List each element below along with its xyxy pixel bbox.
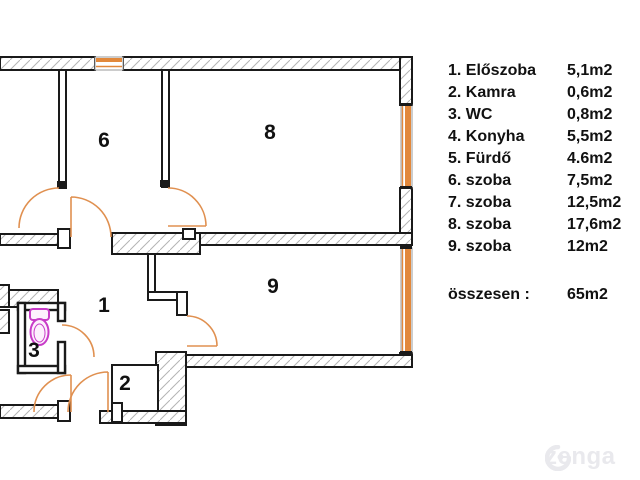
legend-room-area: 12m2 bbox=[567, 238, 608, 255]
legend-row: 2. Kamra 0,6m2 bbox=[448, 84, 633, 106]
wall-left-edge-b bbox=[0, 309, 10, 334]
windows bbox=[94, 56, 413, 354]
legend-room-area: 12,5m2 bbox=[567, 194, 622, 211]
window-right-room9 bbox=[400, 246, 413, 354]
legend-room-area: 4.6m2 bbox=[567, 150, 613, 167]
door-arc-room8 bbox=[167, 187, 207, 227]
room-label-6: 6 bbox=[98, 129, 110, 152]
pillar-hall-left bbox=[57, 228, 71, 249]
legend-room-area: 0,8m2 bbox=[567, 106, 613, 123]
legend-row: 4. Konyha 5,5m2 bbox=[448, 128, 633, 150]
legend-row: 6. szoba 7,5m2 bbox=[448, 172, 633, 194]
wc-wall-left bbox=[16, 301, 27, 375]
pillar-pantry-corner bbox=[111, 402, 123, 423]
wc-wall-right-upper bbox=[56, 301, 67, 323]
legend-total-row: összesen : 65m2 bbox=[448, 286, 633, 308]
window-top bbox=[94, 56, 124, 71]
door-arc-room6 bbox=[18, 187, 60, 229]
door-arc-bottom-a bbox=[33, 374, 72, 413]
wall-left-horizontal bbox=[0, 233, 59, 246]
wall-room6-left bbox=[58, 69, 67, 189]
legend-row: 7. szoba 12,5m2 bbox=[448, 194, 633, 216]
door-arc-hall-upper bbox=[70, 196, 112, 238]
legend-room-name: 2. Kamra bbox=[448, 84, 516, 101]
wall-step-vertical2 bbox=[176, 291, 188, 316]
room-label-8: 8 bbox=[264, 121, 276, 144]
door-jamb-cap-left bbox=[57, 181, 67, 188]
zenga-logo-icon bbox=[545, 445, 571, 471]
door-jamb-room8 bbox=[182, 228, 196, 240]
legend-room-name: 8. szoba bbox=[448, 216, 512, 233]
legend-room-area: 0,6m2 bbox=[567, 84, 613, 101]
room-label-2: 2 bbox=[119, 372, 131, 395]
door-arc-bottom-b bbox=[67, 371, 109, 413]
wall-room6-8-divider bbox=[161, 69, 170, 188]
legend-room-name: 9. szoba bbox=[448, 238, 512, 255]
door-arc-wc bbox=[61, 324, 95, 358]
wall-pantry-outline bbox=[111, 364, 159, 412]
legend-room-name: 4. Konyha bbox=[448, 128, 525, 145]
legend-room-name: 6. szoba bbox=[448, 172, 512, 189]
legend-room-area: 7,5m2 bbox=[567, 172, 613, 189]
legend-room-name: 5. Fürdő bbox=[448, 150, 512, 167]
wall-room9-bottom bbox=[184, 354, 413, 368]
wall-step-horizontal bbox=[147, 291, 181, 301]
legend-room-name: 3. WC bbox=[448, 106, 493, 123]
wall-top-right bbox=[122, 56, 413, 71]
room-label-9: 9 bbox=[267, 275, 279, 298]
door-jamb-cap-right bbox=[160, 180, 170, 187]
window-right-room8 bbox=[400, 103, 413, 189]
room-legend: 1. Előszoba 5,1m2 2. Kamra 0,6m2 3. WC 0… bbox=[448, 62, 633, 308]
legend-room-name: 7. szoba bbox=[448, 194, 512, 211]
legend-room-area: 5,1m2 bbox=[567, 62, 613, 79]
legend-row: 9. szoba 12m2 bbox=[448, 238, 633, 260]
wall-room8-9-divider bbox=[199, 232, 413, 246]
wall-bottom-left bbox=[0, 404, 59, 419]
pillar-bottom-left bbox=[57, 400, 71, 422]
legend-row: 5. Fürdő 4.6m2 bbox=[448, 150, 633, 172]
toilet-icon bbox=[29, 308, 50, 346]
legend-row: 1. Előszoba 5,1m2 bbox=[448, 62, 633, 84]
legend-row: 3. WC 0,8m2 bbox=[448, 106, 633, 128]
legend-total-label: összesen : bbox=[448, 286, 530, 303]
watermark: zenga bbox=[545, 445, 616, 471]
legend-total-area: 65m2 bbox=[567, 286, 608, 303]
wall-left-edge-a bbox=[0, 284, 10, 308]
legend-row: 8. szoba 17,6m2 bbox=[448, 216, 633, 238]
door-arc-room9 bbox=[186, 315, 218, 347]
interior-walls bbox=[57, 69, 196, 423]
room-label-3: 3 bbox=[28, 339, 40, 362]
room-label-1: 1 bbox=[98, 294, 110, 317]
door-arcs bbox=[18, 187, 218, 413]
wall-right-upper bbox=[399, 56, 413, 106]
legend-room-area: 17,6m2 bbox=[567, 216, 622, 233]
legend-room-area: 5,5m2 bbox=[567, 128, 613, 145]
legend-room-name: 1. Előszoba bbox=[448, 62, 537, 79]
wc-wall-right-lower bbox=[56, 340, 67, 375]
wall-top-left bbox=[0, 56, 96, 71]
wc-room bbox=[16, 301, 67, 375]
